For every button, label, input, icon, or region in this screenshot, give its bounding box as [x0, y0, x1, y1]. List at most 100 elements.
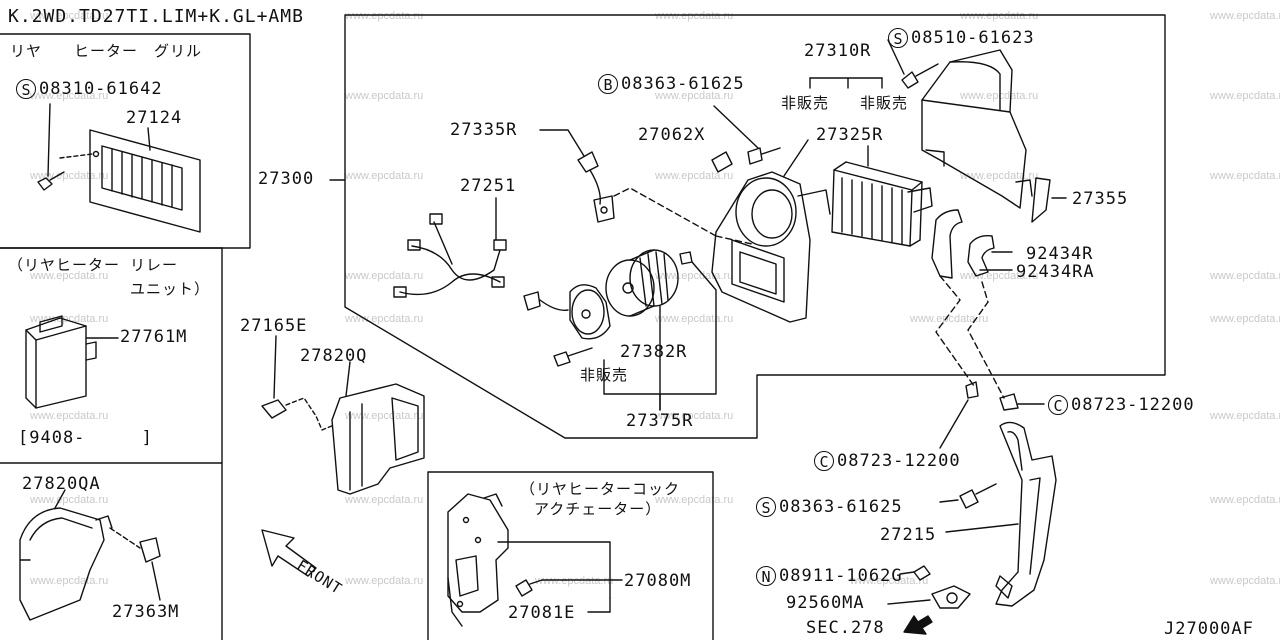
relay-title-2: ユニット）	[130, 280, 211, 298]
watermark: www.epcdata.ru	[345, 270, 424, 282]
front-arrow	[261, 529, 317, 577]
watermark: www.epcdata.ru	[30, 90, 109, 102]
watermark: www.epcdata.ru	[850, 575, 929, 587]
blower-fan	[603, 249, 717, 411]
part-label-92434r: 92434R	[1026, 244, 1094, 264]
watermark: www.epcdata.ru	[1210, 410, 1280, 422]
part-label-27081e: 27081E	[508, 603, 576, 623]
screw-08363-lower	[939, 483, 997, 509]
cover-27310r	[809, 49, 1067, 223]
watermark: www.epcdata.ru	[345, 170, 424, 182]
part-label-92434ra: 92434RA	[1016, 262, 1095, 282]
screw-08310	[37, 103, 65, 191]
main-assembly-outline	[344, 14, 1166, 439]
part-number: 08510-61623	[911, 28, 1035, 48]
watermark: www.epcdata.ru	[345, 10, 424, 22]
date-code: [9408- ]	[18, 428, 153, 448]
model-code: K.2WD.TD27TI.LIM+K.GL+AMB	[8, 6, 304, 27]
watermark: www.epcdata.ru	[30, 410, 109, 422]
part-number: 08911-1062G	[779, 566, 903, 586]
watermark: www.epcdata.ru	[30, 494, 109, 506]
rear-heater-grille	[59, 127, 201, 233]
nut-08911	[899, 565, 931, 581]
watermark: www.epcdata.ru	[655, 10, 734, 22]
watermark: www.epcdata.ru	[1210, 270, 1280, 282]
actuator-title-2: アクチェーター）	[534, 500, 662, 518]
part-label-92560ma: 92560MA	[786, 593, 865, 613]
watermark: www.epcdata.ru	[345, 313, 424, 325]
part-label-27382r: 27382R	[620, 342, 688, 362]
wire-harness	[393, 197, 507, 298]
section-reference[interactable]: SEC.278	[806, 618, 885, 638]
section-arrow	[903, 615, 933, 635]
part-label-27335r: 27335R	[450, 120, 518, 140]
note-not-for-sale: 非販売	[781, 94, 830, 112]
note-not-for-sale: 非販売	[860, 94, 909, 112]
part-label-27251: 27251	[460, 176, 517, 196]
watermark: www.epcdata.ru	[345, 575, 424, 587]
fastener-prefix: N	[756, 566, 776, 586]
watermark: www.epcdata.ru	[655, 410, 734, 422]
part-label-27820q: 27820Q	[300, 346, 368, 366]
watermark: www.epcdata.ru	[655, 90, 734, 102]
part-number: 08363-61625	[779, 497, 903, 517]
part-label-27363m: 27363M	[112, 602, 180, 622]
heater-core	[831, 145, 933, 247]
diagram-code: J27000AF	[1164, 619, 1254, 639]
water-pipe	[945, 421, 1057, 607]
relay-title-1: （リヤヒーター リレー	[8, 256, 179, 274]
blower-case	[711, 139, 831, 323]
watermark: www.epcdata.ru	[655, 270, 734, 282]
watermark: www.epcdata.ru	[535, 575, 614, 587]
watermark: www.epcdata.ru	[910, 313, 989, 325]
relay-unit	[25, 315, 119, 409]
sensor-27335r	[539, 129, 717, 237]
fastener-prefix: S	[756, 497, 776, 517]
part-label-27325r: 27325R	[816, 125, 884, 145]
note-not-for-sale: 非販売	[580, 366, 629, 384]
actuator-title-1: （リヤヒーターコック	[520, 480, 681, 498]
part-label-27124: 27124	[126, 108, 183, 128]
watermark: www.epcdata.ru	[1210, 90, 1280, 102]
part-number: 08310-61642	[39, 79, 163, 99]
fastener-prefix: B	[598, 74, 618, 94]
watermark: www.epcdata.ru	[30, 10, 109, 22]
part-label-27215: 27215	[880, 525, 937, 545]
fastener-prefix: C	[1048, 395, 1068, 415]
duct-27820qa	[19, 489, 161, 621]
watermark: www.epcdata.ru	[960, 270, 1039, 282]
part-label-27375r: 27375R	[626, 411, 694, 431]
grommet-92560ma	[887, 585, 971, 609]
watermark: www.epcdata.ru	[1210, 494, 1280, 506]
part-label-27165e: 27165E	[240, 316, 308, 336]
screws-08363	[711, 105, 781, 173]
inset-frames	[0, 33, 714, 640]
part-number: 08723-12200	[837, 451, 961, 471]
watermark: www.epcdata.ru	[345, 410, 424, 422]
part-number: 08363-61625	[621, 74, 745, 94]
part-label-27761m: 27761M	[120, 327, 188, 347]
fastener-prefix: S	[888, 28, 908, 48]
part-label-27062x: 27062X	[638, 125, 706, 145]
watermark: www.epcdata.ru	[960, 170, 1039, 182]
clamps-08723	[939, 381, 1045, 449]
watermark: www.epcdata.ru	[1210, 170, 1280, 182]
part-label-27820qa: 27820QA	[22, 474, 101, 494]
watermark: www.epcdata.ru	[960, 90, 1039, 102]
watermark: www.epcdata.ru	[655, 170, 734, 182]
watermark: www.epcdata.ru	[1210, 313, 1280, 325]
part-label-27310r: 27310R	[804, 41, 872, 61]
watermark: www.epcdata.ru	[345, 494, 424, 506]
clip-27165e	[261, 335, 335, 431]
part-label-27300: 27300	[258, 169, 315, 189]
watermark: www.epcdata.ru	[30, 270, 109, 282]
